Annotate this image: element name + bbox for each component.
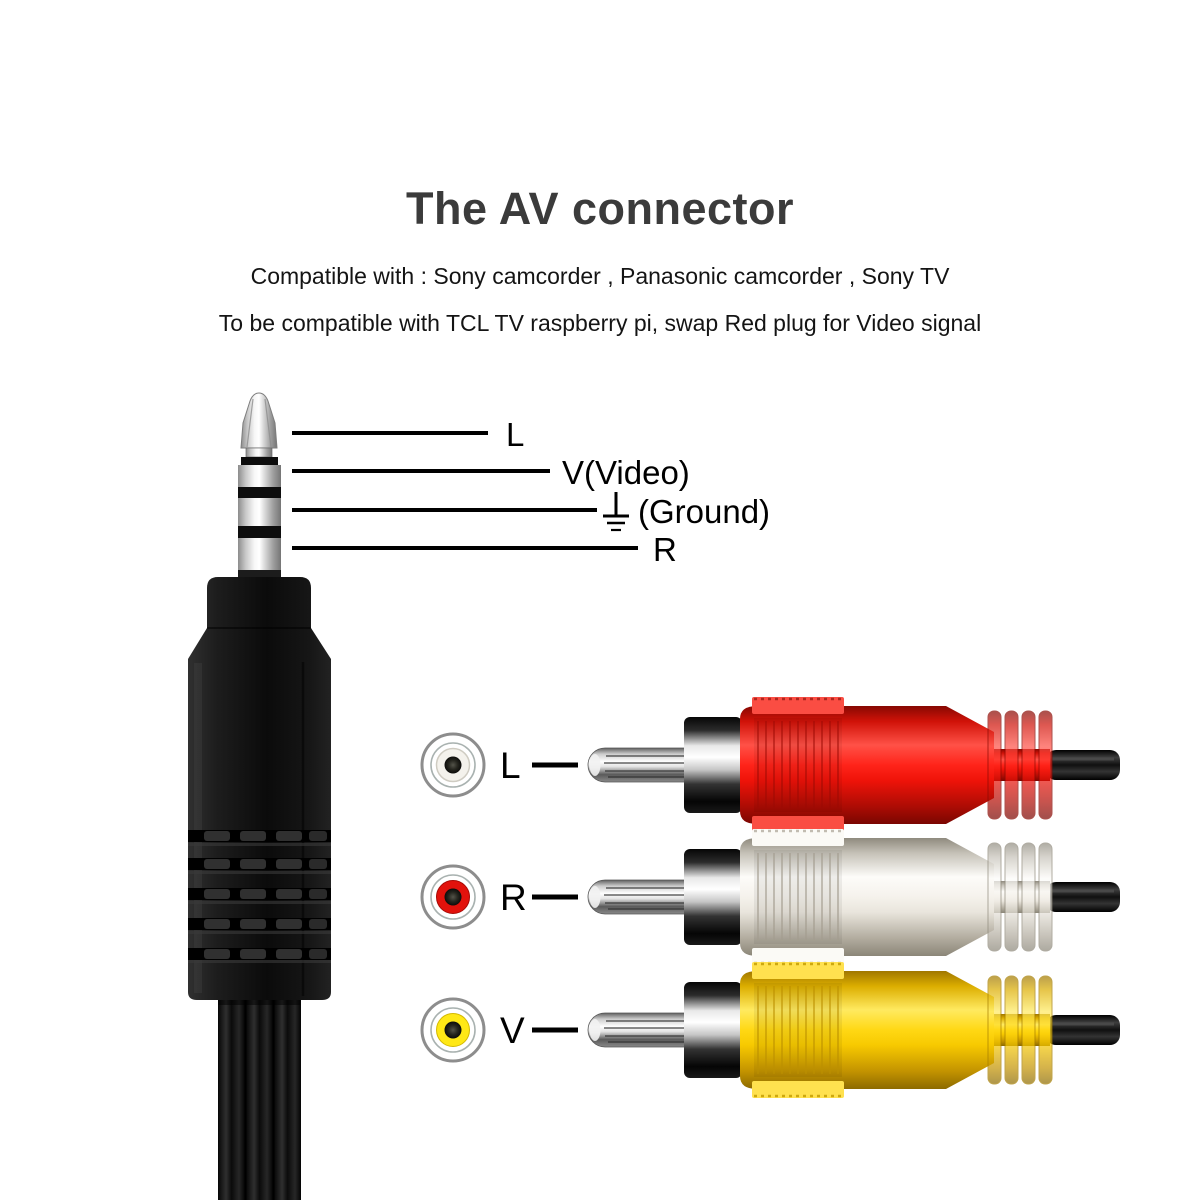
page-title: The AV connector (405, 183, 795, 234)
pinout-callouts (292, 431, 638, 550)
jack-separator-1 (241, 457, 278, 465)
trrs-jack-illustration (188, 392, 331, 1200)
rca-row-left-audio: L (420, 697, 1120, 833)
jack-ring-video (238, 465, 281, 487)
rca-plug-yellow (587, 962, 1120, 1098)
rca-row-right-audio: R (420, 829, 1120, 965)
channel-letter-v: V (500, 1010, 525, 1051)
pinout-label-ground: (Ground) (638, 493, 770, 530)
channel-letter-r: R (500, 877, 527, 918)
rca-plug-white (587, 829, 1120, 965)
compatibility-line: Compatible with : Sony camcorder , Panas… (250, 263, 950, 289)
jack-tip (240, 392, 278, 449)
jack-black-body (188, 577, 331, 1000)
swap-note-line: To be compatible with TCL TV raspberry p… (218, 310, 982, 336)
jack-separator-3 (238, 526, 281, 538)
earth-ground-icon (603, 492, 629, 532)
pinout-label-video: V(Video) (562, 454, 690, 491)
jack-sleeve (238, 538, 281, 572)
rca-row-video: V (420, 962, 1120, 1098)
rca-female-jack-red-icon (420, 864, 486, 930)
rca-plug-red (587, 697, 1120, 833)
jack-ribbon-cable (218, 1000, 301, 1200)
rca-female-jack-yellow-icon (420, 997, 486, 1063)
channel-letter-l: L (500, 745, 521, 786)
jack-separator-2 (238, 487, 281, 498)
jack-ring-ground (238, 498, 281, 526)
rca-female-jack-white-icon (420, 732, 486, 798)
jack-grip-ribs (188, 830, 331, 963)
pinout-label-r: R (653, 531, 677, 568)
pinout-label-l: L (506, 416, 524, 453)
